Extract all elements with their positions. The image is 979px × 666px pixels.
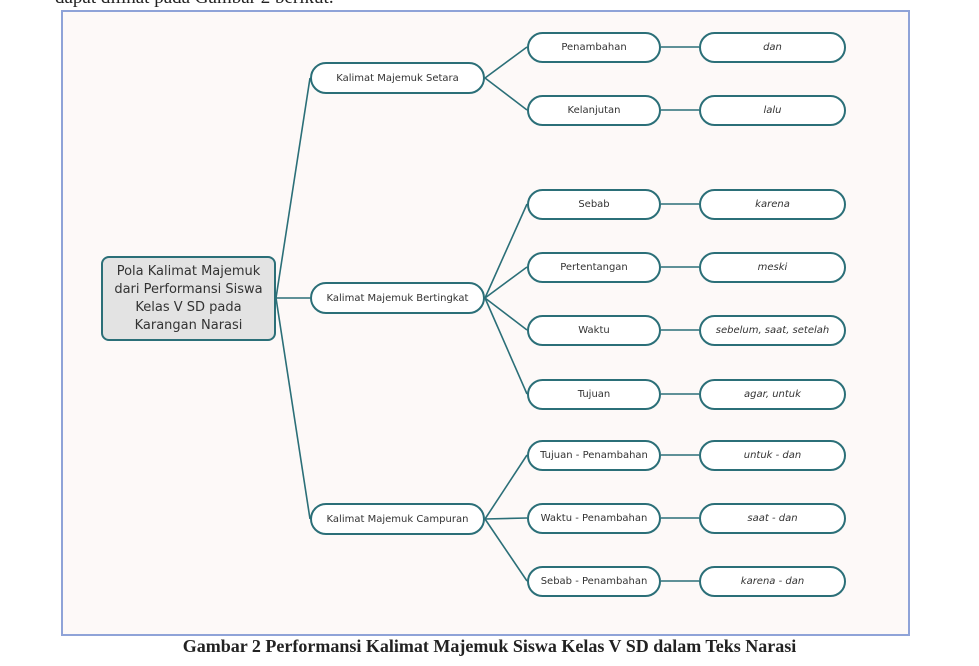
category-node: Kalimat Majemuk Bertingkat bbox=[310, 282, 485, 314]
figure-caption: Gambar 2 Performansi Kalimat Majemuk Sis… bbox=[182, 636, 797, 656]
conjunction-node: meski bbox=[699, 251, 846, 283]
category-node: Kalimat Majemuk Setara bbox=[310, 62, 485, 94]
subtype-node: Waktu bbox=[527, 314, 661, 346]
conjunction-node: saat - dan bbox=[699, 502, 846, 534]
subtype-node: Sebab - Penambahan bbox=[527, 565, 661, 597]
conjunction-node: sebelum, saat, setelah bbox=[699, 314, 846, 346]
root-node: Pola Kalimat Majemuk dari Performansi Si… bbox=[101, 256, 276, 341]
subtype-node: Tujuan - Penambahan bbox=[527, 439, 661, 471]
conjunction-node: lalu bbox=[699, 94, 846, 126]
subtype-node: Tujuan bbox=[527, 378, 661, 410]
subtype-node: Kelanjutan bbox=[527, 94, 661, 126]
conjunction-node: agar, untuk bbox=[699, 378, 846, 410]
category-node: Kalimat Majemuk Campuran bbox=[310, 503, 485, 535]
subtype-node: Pertentangan bbox=[527, 251, 661, 283]
subtype-node: Penambahan bbox=[527, 31, 661, 63]
preceding-text: dapat dilihat pada Gambar 2 berikut. bbox=[55, 0, 334, 9]
conjunction-node: untuk - dan bbox=[699, 439, 846, 471]
conjunction-node: dan bbox=[699, 31, 846, 63]
subtype-node: Sebab bbox=[527, 188, 661, 220]
subtype-node: Waktu - Penambahan bbox=[527, 502, 661, 534]
conjunction-node: karena - dan bbox=[699, 565, 846, 597]
conjunction-node: karena bbox=[699, 188, 846, 220]
